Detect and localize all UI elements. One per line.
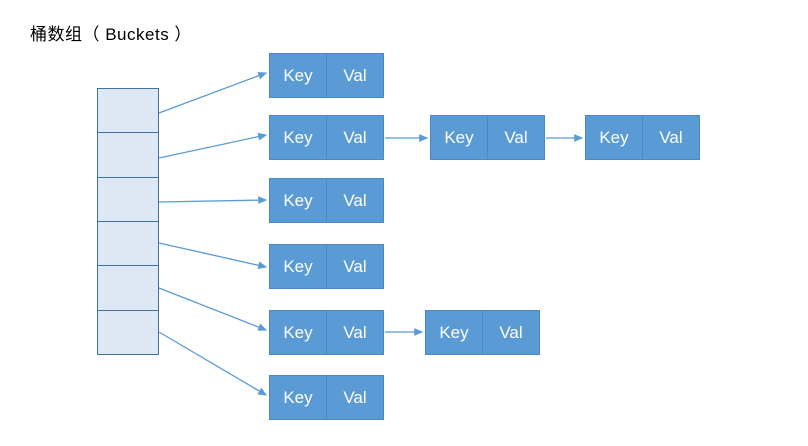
node-key-label: Key [270, 179, 327, 222]
node-val-label: Val [343, 66, 367, 85]
bucket-cell-2[interactable] [98, 177, 158, 222]
node-chain1-2[interactable]: Key Val [585, 115, 700, 160]
bucket-cell-1[interactable] [98, 133, 158, 178]
node-val-label: Val [499, 323, 523, 342]
bucket-arrow-0 [158, 72, 268, 114]
node-key-label: Key [270, 376, 327, 419]
node-chain1-0[interactable]: Key Val [269, 115, 384, 160]
bucket-cell-5[interactable] [98, 310, 158, 354]
node-chain1-1[interactable]: Key Val [430, 115, 545, 160]
node-key-label: Key [270, 54, 327, 97]
node-key-label: Key [586, 116, 643, 159]
node-val-label: Val [343, 128, 367, 147]
node-val-label: Val [343, 388, 367, 407]
node-key-label: Key [270, 311, 327, 354]
node-chain4-0[interactable]: Key Val [269, 310, 384, 355]
bucket-array [97, 88, 159, 355]
page-title: 桶数组（ Buckets ） [30, 25, 192, 44]
bucket-cell-0[interactable] [98, 89, 158, 134]
node-key-label: Key [270, 116, 327, 159]
node-key-label: Key [431, 116, 488, 159]
bucket-cell-4[interactable] [98, 266, 158, 311]
bucket-cell-3[interactable] [98, 221, 158, 267]
node-key-label: Key [426, 311, 483, 354]
node-val-label: Val [343, 323, 367, 342]
node-val-label: Val [659, 128, 683, 147]
bucket-arrow-3 [158, 242, 268, 270]
bucket-arrow-1 [158, 132, 268, 159]
node-key-label: Key [270, 245, 327, 288]
bucket-arrow-2 [158, 196, 268, 205]
node-chain5-0[interactable]: Key Val [269, 375, 384, 420]
node-val-label: Val [343, 191, 367, 210]
bucket-arrow-4 [158, 287, 268, 331]
node-chain2-0[interactable]: Key Val [269, 178, 384, 223]
node-val-label: Val [343, 257, 367, 276]
node-chain4-1[interactable]: Key Val [425, 310, 540, 355]
node-chain0-0[interactable]: Key Val [269, 53, 384, 98]
node-chain3-0[interactable]: Key Val [269, 244, 384, 289]
node-val-label: Val [504, 128, 528, 147]
bucket-arrow-5 [158, 331, 268, 396]
